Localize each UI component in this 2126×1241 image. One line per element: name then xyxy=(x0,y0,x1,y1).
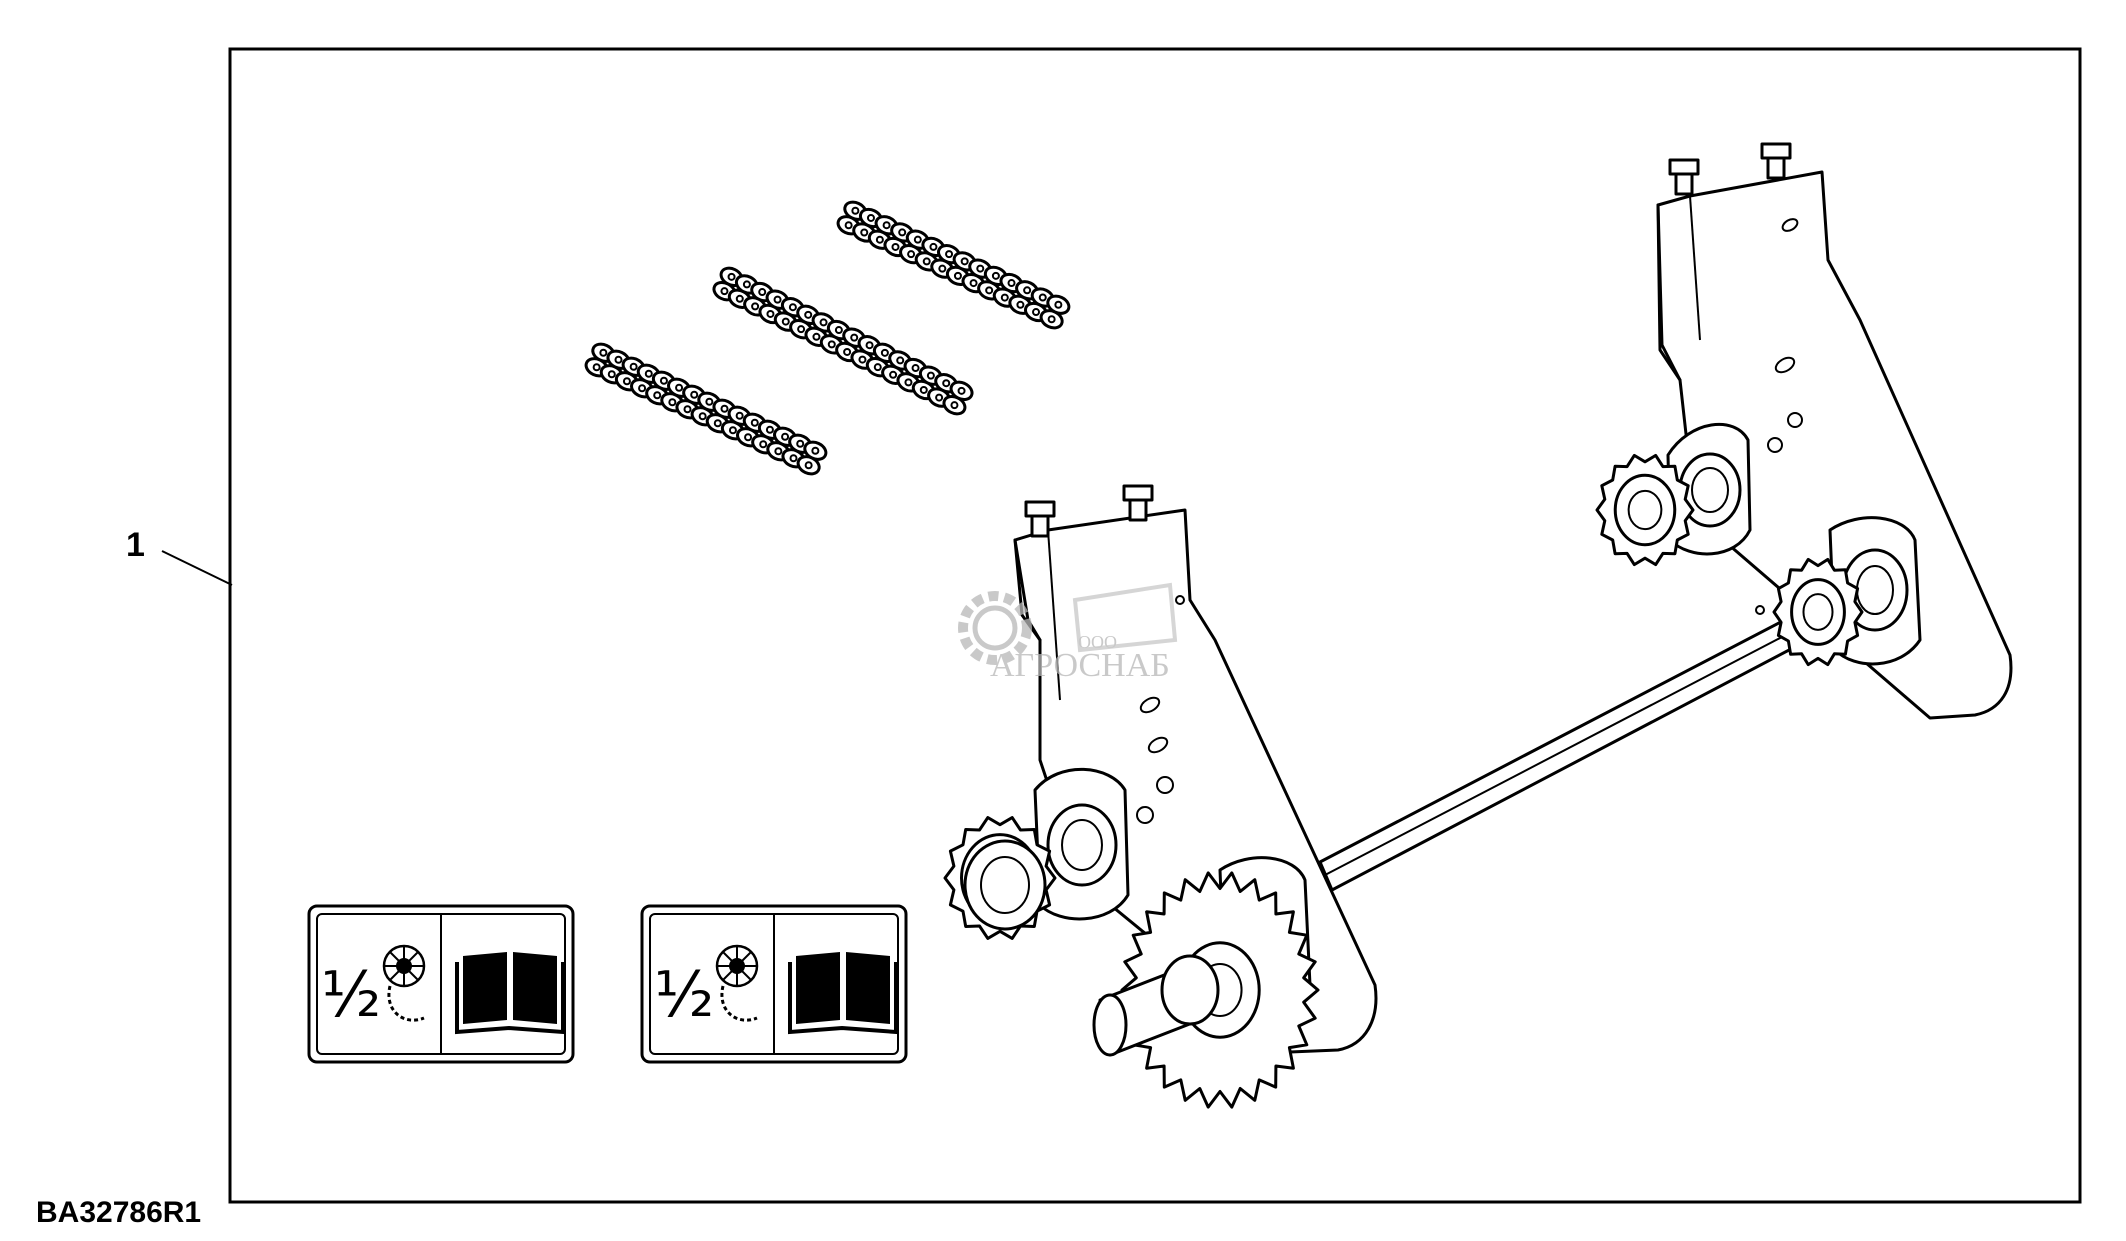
watermark-prefix: ООО xyxy=(1078,632,1117,652)
open-book-icon xyxy=(788,952,898,1035)
sprocket-chain-icon xyxy=(382,944,426,1022)
callout-number-1: 1 xyxy=(126,526,145,564)
bolt-icon xyxy=(1024,484,1154,538)
watermark: ООО АГРОСНАБ xyxy=(958,582,1178,684)
drawing-reference-code: BA32786R1 xyxy=(36,1196,201,1229)
shaft-icon xyxy=(1318,610,1814,892)
roller-chain-icon xyxy=(712,266,974,416)
roller-chain-icon xyxy=(836,200,1071,330)
sprocket-chain-icon xyxy=(715,944,759,1022)
diagram-frame xyxy=(228,47,2082,1204)
roller-chain-icon xyxy=(584,342,828,476)
bearing-flange-icon xyxy=(1033,767,1130,921)
gear-logo-icon xyxy=(958,591,1032,665)
bearing-flange-icon xyxy=(1666,423,1752,556)
bolt-icon xyxy=(1668,142,1792,196)
decal-fraction: ½ xyxy=(321,958,381,1031)
sprocket-icon xyxy=(1772,557,1864,667)
decal-fraction: ½ xyxy=(654,958,714,1031)
watermark-name: АГРОСНАБ xyxy=(990,647,1170,684)
callout-leader-line xyxy=(161,550,233,586)
stub-shaft-icon xyxy=(963,839,1047,931)
open-book-icon xyxy=(455,952,565,1035)
sprocket-icon xyxy=(1595,453,1695,567)
decal-2: ½ xyxy=(640,904,908,1064)
decal-1: ½ xyxy=(307,904,575,1064)
shaft-end-icon xyxy=(1092,954,1220,1057)
